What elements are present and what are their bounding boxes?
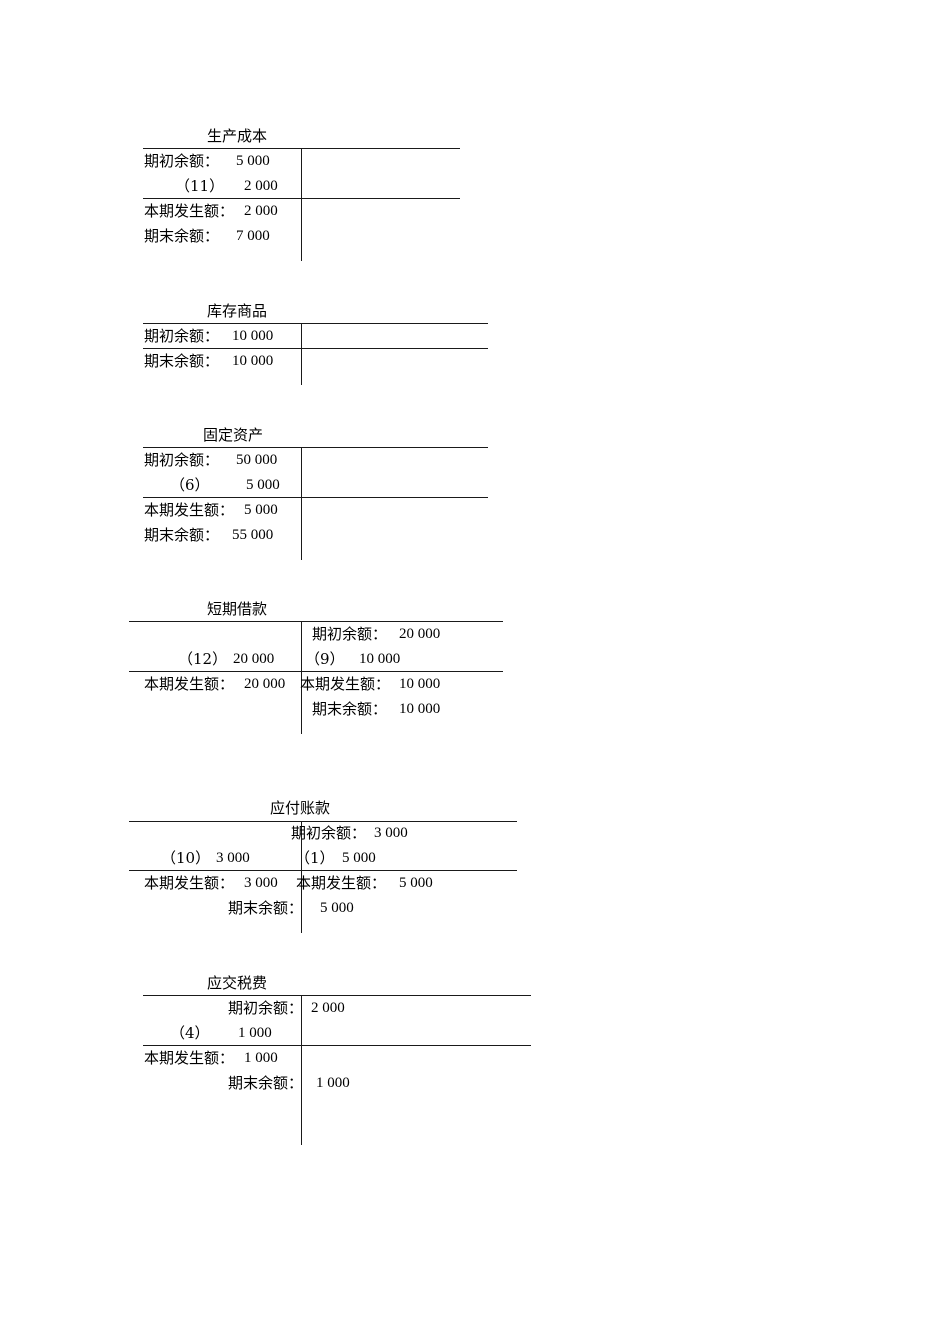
credit-amount-opening: 3 000 <box>374 825 408 841</box>
credit-label-period-total: 本期发生额： <box>296 874 387 892</box>
top-rule <box>143 447 488 448</box>
debit-amount-closing: 10 000 <box>232 353 274 369</box>
debit-amount-entry: 5 000 <box>246 477 280 493</box>
debit-label-opening: 期初余额： <box>144 451 220 469</box>
credit-amount-entry: 10 000 <box>359 651 401 667</box>
credit-amount-period-total: 10 000 <box>399 676 441 692</box>
credit-label-entry: （1） <box>295 849 335 867</box>
debit-label-closing: 期末余额： <box>144 227 220 245</box>
credit-label-opening: 期初余额： <box>312 625 388 643</box>
debit-amount-period-total: 20 000 <box>244 676 286 692</box>
credit-label-closing: 期末余额： <box>312 700 388 718</box>
debit-amount-period-total: 5 000 <box>244 502 278 518</box>
top-rule <box>143 995 531 996</box>
top-rule <box>143 323 488 324</box>
debit-amount-period-total: 1 000 <box>244 1050 278 1066</box>
debit-label-period-total: 本期发生额： <box>144 874 235 892</box>
debit-label-entry: （11） <box>175 177 225 195</box>
debit-label-entry: （10） <box>161 849 211 867</box>
account-title: 固定资产 <box>203 426 264 444</box>
credit-amount-closing: 1 000 <box>316 1075 350 1091</box>
credit-amount-closing: 5 000 <box>320 900 354 916</box>
top-rule <box>129 821 517 822</box>
credit-label-closing: 期末余额： <box>228 1074 304 1092</box>
debit-label-opening: 期初余额： <box>144 152 220 170</box>
debit-label-period-total: 本期发生额： <box>144 501 235 519</box>
top-rule <box>129 621 503 622</box>
credit-amount-period-total: 5 000 <box>399 875 433 891</box>
debit-amount-closing: 7 000 <box>236 228 270 244</box>
center-divider <box>301 323 302 385</box>
credit-label-opening: 期初余额： <box>291 824 367 842</box>
subtotal-rule <box>129 671 503 672</box>
center-divider <box>301 447 302 560</box>
credit-label-period-total: 本期发生额： <box>300 675 391 693</box>
account-title: 应付账款 <box>270 799 331 817</box>
debit-amount-period-total: 3 000 <box>244 875 278 891</box>
center-divider <box>301 621 302 734</box>
credit-label-opening: 期初余额： <box>228 999 304 1017</box>
account-title: 应交税费 <box>207 974 268 992</box>
debit-amount-opening: 5 000 <box>236 153 270 169</box>
debit-amount-entry: 3 000 <box>216 850 250 866</box>
debit-amount-entry: 2 000 <box>244 178 278 194</box>
account-title: 短期借款 <box>207 600 268 618</box>
credit-amount-opening: 2 000 <box>311 1000 345 1016</box>
debit-amount-entry: 1 000 <box>238 1025 272 1041</box>
credit-label-closing: 期末余额： <box>228 899 304 917</box>
subtotal-rule <box>143 1045 531 1046</box>
credit-amount-closing: 10 000 <box>399 701 441 717</box>
center-divider <box>301 995 302 1145</box>
account-title: 生产成本 <box>207 127 268 145</box>
debit-label-entry: （6） <box>170 476 210 494</box>
credit-label-entry: （9） <box>305 650 345 668</box>
debit-amount-period-total: 2 000 <box>244 203 278 219</box>
debit-label-opening: 期初余额： <box>144 327 220 345</box>
account-title: 库存商品 <box>207 302 268 320</box>
debit-label-period-total: 本期发生额： <box>144 675 235 693</box>
subtotal-rule <box>143 497 488 498</box>
debit-label-closing: 期末余额： <box>144 526 220 544</box>
debit-label-entry: （4） <box>170 1024 210 1042</box>
debit-label-period-total: 本期发生额： <box>144 202 235 220</box>
credit-amount-opening: 20 000 <box>399 626 441 642</box>
subtotal-rule <box>129 870 517 871</box>
debit-label-period-total: 本期发生额： <box>144 1049 235 1067</box>
debit-label-closing: 期末余额： <box>144 352 220 370</box>
subtotal-rule <box>143 198 460 199</box>
subtotal-rule <box>143 348 488 349</box>
debit-amount-opening: 50 000 <box>236 452 278 468</box>
center-divider <box>301 148 302 261</box>
debit-amount-closing: 55 000 <box>232 527 274 543</box>
debit-amount-entry: 20 000 <box>233 651 275 667</box>
credit-amount-entry: 5 000 <box>342 850 376 866</box>
center-divider <box>301 821 302 933</box>
debit-amount-opening: 10 000 <box>232 328 274 344</box>
debit-label-entry: （12） <box>178 650 228 668</box>
